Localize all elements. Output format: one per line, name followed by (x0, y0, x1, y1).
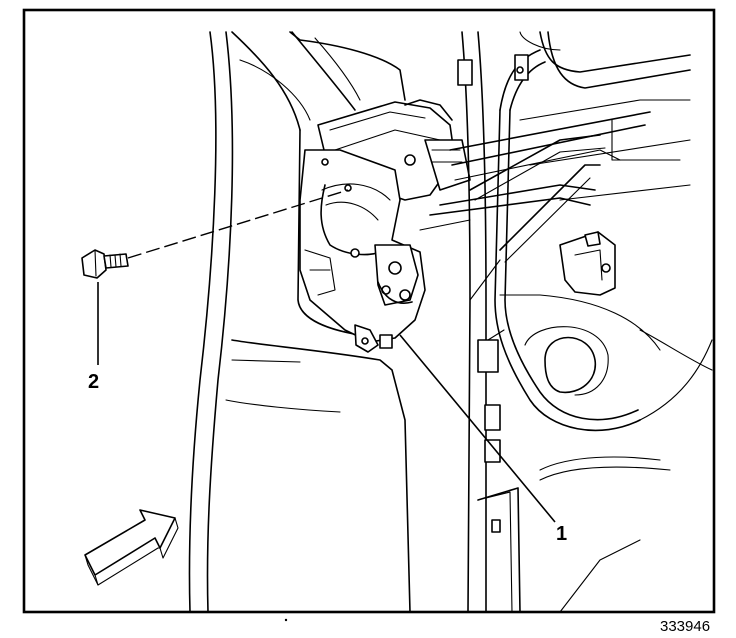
callout-1-leader (399, 334, 556, 523)
view-direction-arrow (84, 509, 179, 586)
latch-bolt (81, 249, 129, 279)
figure-number: 333946 (660, 618, 710, 635)
bolt-install-path (127, 189, 349, 259)
diagram-border (22, 8, 716, 614)
callout-1-label: 1 (556, 523, 567, 545)
callout-2-label: 2 (88, 371, 99, 393)
door-latch-assembly (299, 99, 471, 353)
pillar-cap (289, 31, 406, 111)
registration-dot (284, 618, 288, 622)
inner-door-panel (457, 31, 713, 613)
